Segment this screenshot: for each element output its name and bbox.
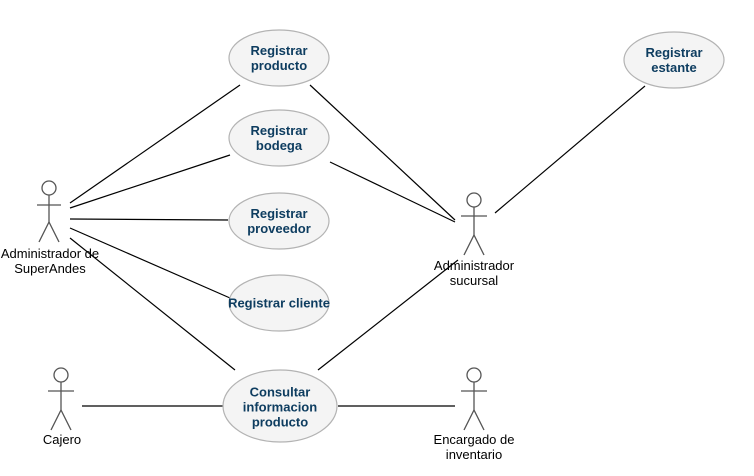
- assoc-admin-sucursal-registrar-estante: [494, 85, 646, 214]
- actor-cajero-label: Cajero: [43, 432, 81, 447]
- usecase-label-line: producto: [250, 58, 308, 73]
- actor-encargado-inventario-icon[interactable]: [461, 367, 487, 431]
- usecase-label-line: Consultar: [249, 384, 311, 400]
- actor-admin-superandes-label: Administrador de SuperAndes: [1, 246, 99, 276]
- actor-admin-sucursal-icon[interactable]: [461, 192, 487, 256]
- usecase-label-line: Registrar: [645, 45, 703, 60]
- actor-label-line: inventario: [445, 447, 503, 462]
- assoc-admin-superandes-registrar-cliente: [69, 227, 231, 299]
- assoc-admin-superandes-consultar: [69, 237, 236, 371]
- actor-label-line: sucursal: [449, 273, 499, 288]
- actor-encargado-inventario-label: Encargado de inventario: [434, 432, 515, 462]
- usecase-label-line: producto: [251, 414, 309, 430]
- usecase-registrar-proveedor[interactable]: [228, 192, 330, 250]
- usecase-registrar-estante-label: Registrar estante: [645, 45, 702, 75]
- actor-label-line: Administrador: [433, 258, 515, 273]
- assoc-admin-sucursal-consultar: [317, 259, 459, 371]
- usecase-registrar-estante[interactable]: [623, 31, 725, 89]
- actor-label-line: SuperAndes: [14, 261, 86, 276]
- usecase-registrar-producto[interactable]: [228, 29, 330, 87]
- usecase-label-line: bodega: [255, 138, 303, 153]
- usecase-consultar-informacion-label: Consultar informacion producto: [243, 385, 317, 430]
- usecase-label-line: proveedor: [247, 221, 311, 236]
- actor-label-line: Cajero: [42, 432, 82, 447]
- usecase-consultar-informacion-producto[interactable]: [222, 369, 338, 443]
- usecase-label-line: Registrar: [250, 123, 308, 138]
- assoc-admin-sucursal-registrar-bodega: [329, 161, 456, 223]
- actor-admin-sucursal-label: Administrador sucursal: [434, 258, 514, 288]
- assoc-admin-superandes-registrar-bodega: [69, 154, 231, 209]
- usecase-registrar-bodega-label: Registrar bodega: [250, 123, 307, 153]
- usecase-registrar-bodega[interactable]: [228, 109, 330, 167]
- actor-admin-superandes-icon[interactable]: [37, 180, 61, 243]
- actor-label-line: Encargado de: [433, 432, 515, 447]
- usecase-registrar-cliente-label: Registrar cliente: [228, 296, 330, 311]
- usecase-registrar-producto-label: Registrar producto: [250, 43, 307, 73]
- usecase-label-line: Registrar: [250, 206, 308, 221]
- actor-cajero-icon[interactable]: [48, 367, 74, 431]
- assoc-admin-superandes-registrar-proveedor: [69, 218, 229, 221]
- associations: [69, 84, 646, 407]
- usecase-registrar-proveedor-label: Registrar proveedor: [247, 206, 311, 236]
- usecase-label-line: estante: [651, 60, 697, 75]
- assoc-admin-superandes-registrar-producto: [69, 84, 241, 204]
- usecase-registrar-cliente[interactable]: [228, 274, 330, 332]
- usecase-label-line: Registrar cliente: [228, 295, 330, 311]
- assoc-admin-sucursal-registrar-producto: [309, 84, 456, 221]
- usecase-label-line: informacion: [242, 399, 318, 415]
- usecase-label-line: Registrar: [250, 43, 308, 58]
- actor-label-line: Administrador de: [0, 246, 100, 261]
